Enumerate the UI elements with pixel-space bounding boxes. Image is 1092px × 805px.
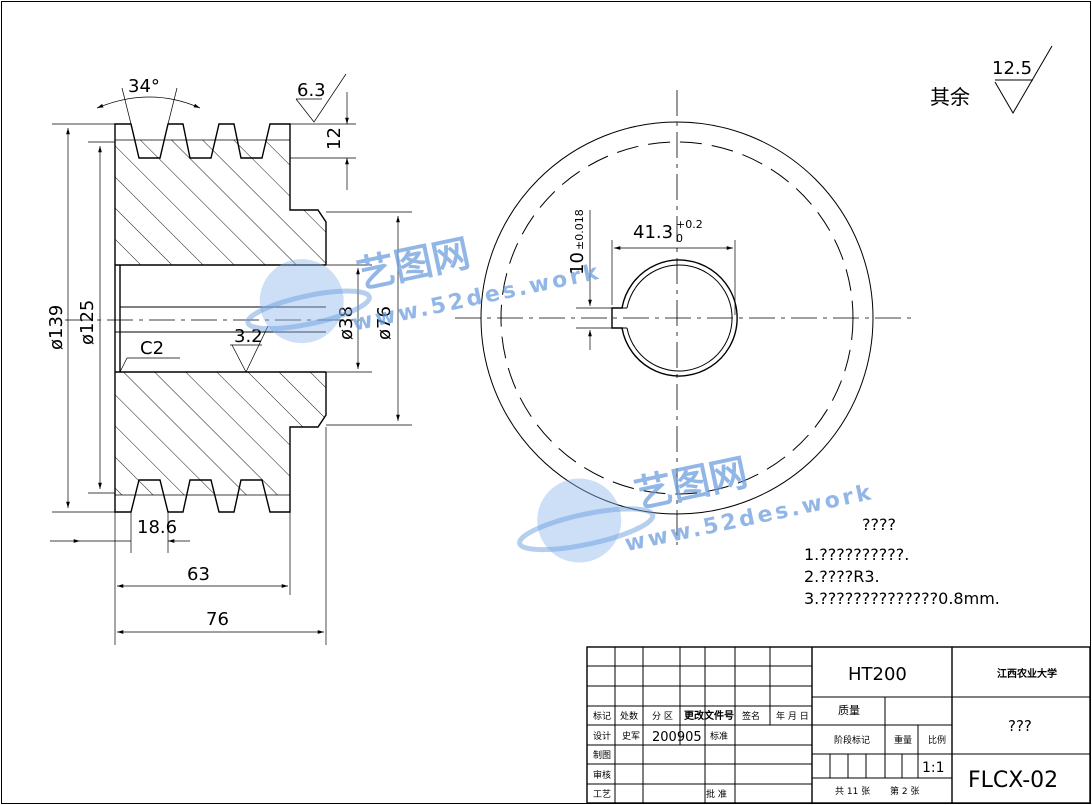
key-width-tol-lower: 0 [676, 232, 683, 245]
title-block: 标记 处数 分 区 更改文件号 签名 年 月 日 设计 史军 200905 标准… [586, 646, 1091, 804]
general-roughness: 其余 12.5 [930, 45, 1053, 114]
groove-depth-label: 12 [324, 127, 345, 150]
tb-author: 史军 [622, 730, 640, 742]
note-1: 1.??????????. [804, 545, 909, 564]
lower-profile [114, 322, 327, 513]
tb-h-sign: 签名 [742, 710, 760, 722]
pitch-diameter-label: ø125 [77, 300, 98, 345]
notes-title: ???? [862, 515, 896, 534]
key-slot-label: 10 [567, 252, 588, 275]
section-view: 34° 6.3 12 ø139 ø125 ø38 ø76 C2 [46, 73, 412, 645]
technical-notes: ???? 1.??????????. 2.????R3. 3.?????????… [804, 515, 1000, 608]
tb-check: 审核 [593, 769, 611, 781]
bore-roughness-label: 3.2 [234, 326, 263, 347]
key-slot-tol: ±0.018 [573, 209, 586, 250]
outer-diameter-label: ø139 [46, 305, 67, 350]
upper-hatch [115, 140, 326, 265]
key-width-tol-upper: +0.2 [676, 218, 703, 231]
tb-mass: 重量 [894, 734, 912, 746]
tb-std: 标准 [710, 730, 728, 742]
angle-label: 34° [128, 76, 160, 97]
lower-hatch [115, 372, 326, 495]
tb-h-doc: 更改文件号 [684, 709, 734, 722]
note-3: 3.??????????????0.8mm. [804, 589, 1000, 608]
tb-process: 工艺 [593, 789, 611, 800]
key-width-label: 41.3 [633, 222, 673, 243]
tb-weight: 质量 [838, 704, 860, 717]
tb-sheet: 第 2 张 [890, 785, 919, 797]
hub-diameter-label: ø76 [374, 306, 395, 340]
pitch-label: 18.6 [137, 517, 177, 538]
tb-draw: 制图 [593, 749, 611, 761]
upper-profile [114, 123, 327, 322]
tb-total: 共 11 张 [835, 786, 870, 797]
tb-material: HT200 [848, 664, 907, 685]
tb-h-mark: 标记 [593, 710, 611, 722]
tb-scale: 1:1 [922, 760, 945, 776]
tb-part-name: ??? [1008, 717, 1032, 735]
end-view: 41.3 +0.2 0 10 ±0.018 [455, 90, 917, 545]
note-2: 2.????R3. [804, 567, 880, 586]
watermark-cn: 艺图网 [631, 450, 752, 517]
groove-width-label: 6.3 [297, 80, 326, 101]
tb-h-zone: 分 区 [652, 711, 673, 722]
length-63-label: 63 [187, 564, 210, 585]
tb-date-code: 200905 [652, 730, 702, 745]
roughness-rest-label: 其余 [930, 85, 970, 109]
tb-school: 江西农业大学 [997, 667, 1057, 680]
roughness-value: 12.5 [992, 58, 1032, 79]
tb-ratio: 比例 [928, 734, 946, 746]
tb-h-count: 处数 [620, 710, 638, 722]
tb-stage: 阶段标记 [834, 734, 870, 746]
length-76-label: 76 [206, 609, 229, 630]
tb-drawing-no: FLCX-02 [968, 768, 1058, 793]
watermark-cn: 艺图网 [353, 231, 474, 298]
chamfer-label: C2 [140, 338, 164, 359]
tb-approve: 批 准 [706, 788, 727, 800]
tb-h-date: 年 月 日 [776, 710, 809, 722]
bore-keyway [611, 259, 738, 377]
tb-design: 设计 [593, 730, 611, 742]
